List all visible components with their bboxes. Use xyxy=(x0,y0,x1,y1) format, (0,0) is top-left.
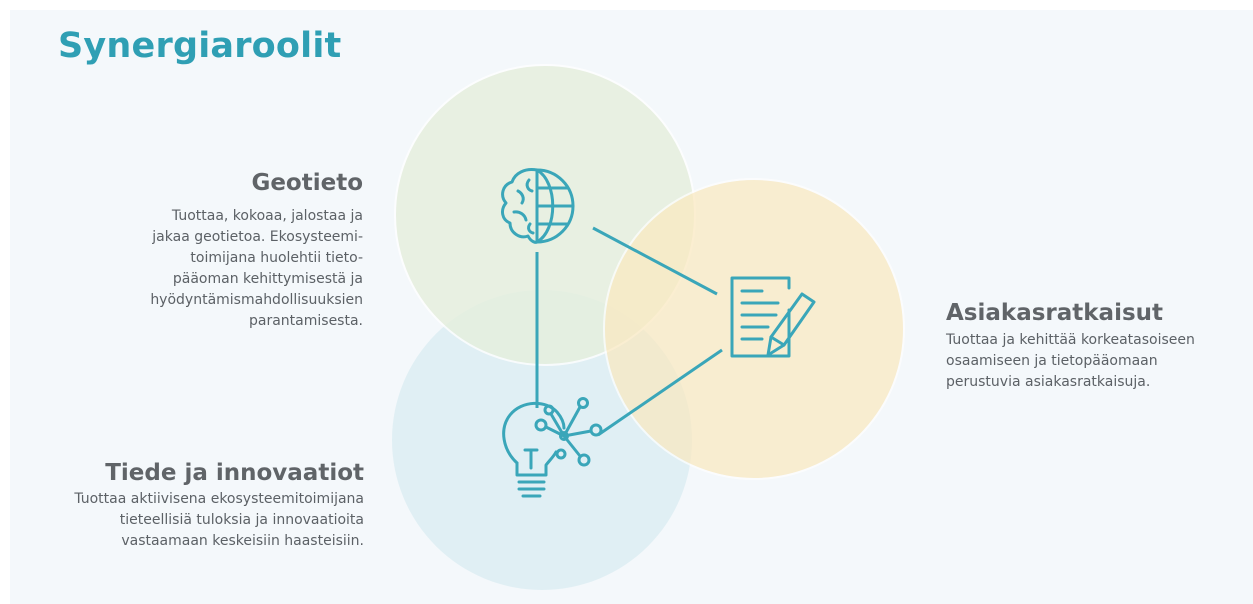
tiede-section: Tiede ja innovaatiot Tuottaa aktiivisena… xyxy=(22,460,364,552)
geotieto-heading: Geotieto xyxy=(251,170,363,196)
connector-lines xyxy=(535,226,723,437)
line-geo-asiakas xyxy=(592,226,718,296)
line-tiede-asiakas xyxy=(597,348,723,437)
page-title: Synergiaroolit xyxy=(58,26,342,66)
tiede-heading: Tiede ja innovaatiot xyxy=(105,460,364,486)
asiakas-text: Tuottaa ja kehittää korkeatasoiseen osaa… xyxy=(946,332,1195,390)
asiakas-section: Asiakasratkaisut Tuottaa ja kehittää kor… xyxy=(946,300,1246,393)
tiede-text: Tuottaa aktiivisena ekosysteemitoimijana… xyxy=(74,491,364,549)
geotieto-section: Geotieto Tuottaa, kokoaa, jalostaa ja ja… xyxy=(120,170,363,332)
geotieto-text: Tuottaa, kokoaa, jalostaa ja jakaa geoti… xyxy=(150,208,363,329)
slide: Synergiaroolit xyxy=(10,10,1253,604)
venn-diagram xyxy=(392,64,905,590)
lightbulb-network-icon xyxy=(502,397,603,498)
brain-globe-icon xyxy=(501,168,575,244)
document-pencil-icon xyxy=(730,276,816,358)
circle-asiakas xyxy=(603,178,905,480)
asiakas-heading: Asiakasratkaisut xyxy=(946,300,1164,326)
